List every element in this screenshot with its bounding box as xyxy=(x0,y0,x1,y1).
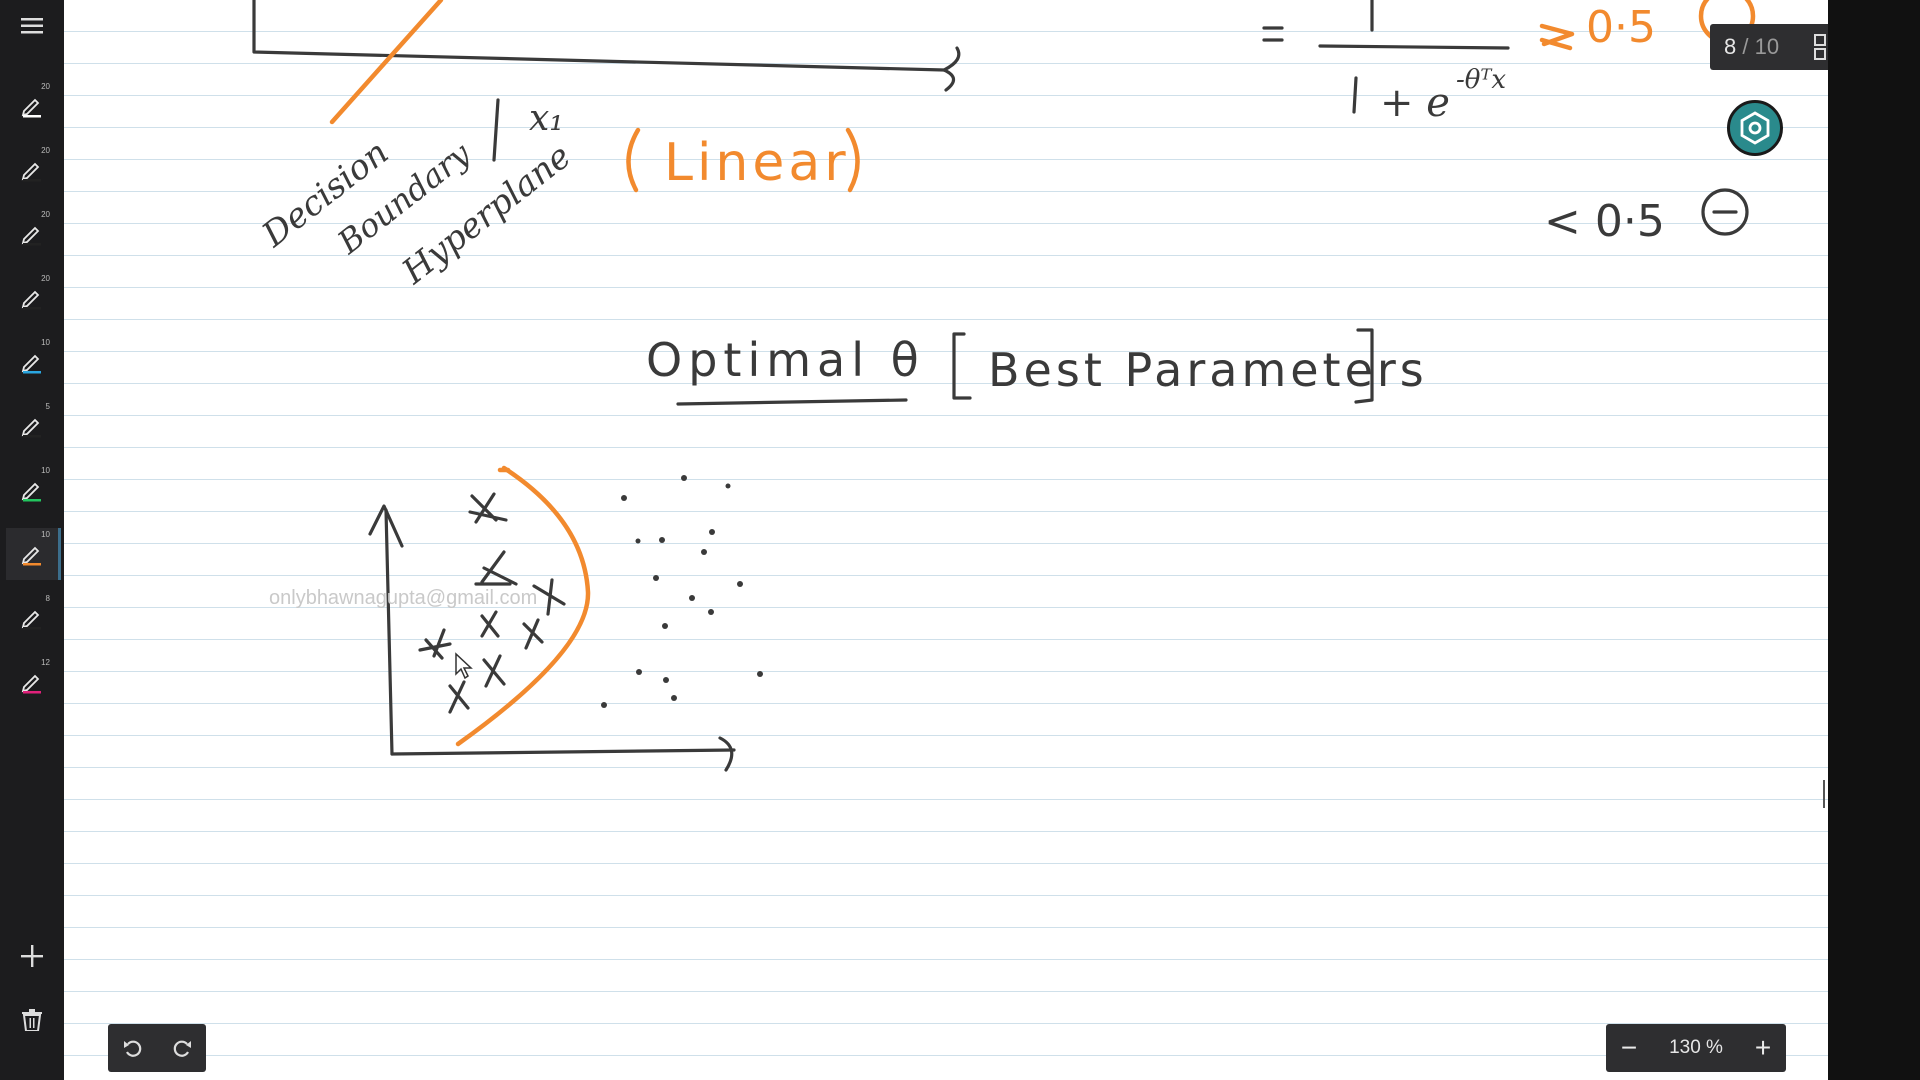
pen-size-label: 10 xyxy=(41,466,50,475)
redo-icon xyxy=(173,1040,191,1057)
grid-view-icon[interactable] xyxy=(1814,34,1828,66)
right-margin xyxy=(1828,0,1920,1080)
pen-icon xyxy=(21,98,41,118)
pen-tool-4[interactable]: 20 xyxy=(6,272,58,324)
svg-text:Optimal θ: Optimal θ xyxy=(646,333,925,387)
pen-color-swatch xyxy=(23,243,41,246)
redo-button[interactable] xyxy=(157,1024,206,1072)
svg-text:-θᵀx: -θᵀx xyxy=(1456,65,1506,95)
pen-color-swatch xyxy=(23,371,41,374)
pen-tool-6[interactable]: 5 xyxy=(6,400,58,452)
pen-icon xyxy=(21,482,41,502)
record-button[interactable] xyxy=(1727,100,1783,156)
pen-icon xyxy=(21,290,41,310)
pen-icon xyxy=(21,162,41,182)
page-indicator[interactable]: 8 / 10 xyxy=(1710,24,1828,70)
pen-color-swatch xyxy=(23,307,41,310)
page-total: 10 xyxy=(1754,34,1780,59)
pen-size-label: 10 xyxy=(41,338,50,347)
pen-color-swatch xyxy=(23,115,41,118)
pen-size-label: 20 xyxy=(41,210,50,219)
pen-icon xyxy=(21,418,41,438)
scroll-handle[interactable] xyxy=(1823,780,1825,808)
pen-color-swatch xyxy=(23,435,41,438)
pen-icon xyxy=(21,354,41,374)
svg-text:Best Parameters: Best Parameters xyxy=(988,343,1428,397)
svg-text:x₁: x₁ xyxy=(529,98,564,139)
pen-tool-2[interactable]: 20 xyxy=(6,144,58,196)
page-current: 8 xyxy=(1724,34,1737,59)
pen-tool-9[interactable]: 8 xyxy=(6,592,58,644)
zoom-in-button[interactable]: + xyxy=(1754,1032,1772,1063)
toolbar-sidebar: 20 20 20 20 10 5 10 10 8 12 xyxy=(0,0,64,1080)
pen-color-swatch xyxy=(23,563,41,566)
zoom-control: − 130 % + xyxy=(1606,1024,1786,1072)
watermark: onlybhawnagupta@gmail.com xyxy=(269,587,538,609)
pen-size-label: 20 xyxy=(41,82,50,91)
undo-redo-group xyxy=(108,1024,206,1072)
hexagon-nut-icon xyxy=(1740,111,1770,145)
undo-icon xyxy=(123,1040,141,1057)
pen-size-label: 8 xyxy=(45,594,50,603)
pen-color-swatch xyxy=(23,499,41,502)
trash-icon[interactable] xyxy=(6,994,58,1046)
pen-tool-8[interactable]: 10 xyxy=(6,528,61,580)
pen-icon xyxy=(21,226,41,246)
zoom-out-button[interactable]: − xyxy=(1620,1032,1638,1063)
svg-text:< 0·5: < 0·5 xyxy=(1544,196,1665,247)
zoom-value: 130 % xyxy=(1669,1037,1723,1058)
undo-button[interactable] xyxy=(108,1024,157,1072)
pen-color-swatch xyxy=(23,627,41,630)
pen-tool-7[interactable]: 10 xyxy=(6,464,58,516)
mouse-cursor-icon xyxy=(455,652,473,680)
svg-text:Linear: Linear xyxy=(664,133,850,193)
pen-size-label: 10 xyxy=(41,530,50,539)
pen-size-label: 20 xyxy=(41,274,50,283)
pen-color-swatch xyxy=(23,691,41,694)
handwritten-notes: Decision Boundary x₁ Hyperplane + e -θᵀx… xyxy=(252,0,1756,772)
pen-color-swatch xyxy=(23,179,41,182)
pen-icon xyxy=(21,674,41,694)
pen-tool-1[interactable]: 20 xyxy=(6,80,58,132)
pen-size-label: 20 xyxy=(41,146,50,155)
pen-size-label: 12 xyxy=(41,658,50,667)
menu-icon[interactable] xyxy=(6,0,58,52)
pen-icon xyxy=(21,610,41,630)
pen-tool-10[interactable]: 12 xyxy=(6,656,58,708)
pen-size-label: 5 xyxy=(45,402,50,411)
notebook-canvas[interactable]: Decision Boundary x₁ Hyperplane + e -θᵀx… xyxy=(64,0,1828,1080)
add-page-icon[interactable] xyxy=(6,930,58,982)
svg-text:+ e: + e xyxy=(1380,80,1450,126)
pen-tool-3[interactable]: 20 xyxy=(6,208,58,260)
svg-text:0·5: 0·5 xyxy=(1586,2,1656,53)
pen-icon xyxy=(21,546,41,566)
page-separator: / xyxy=(1742,34,1749,59)
pen-tool-5[interactable]: 10 xyxy=(6,336,58,388)
